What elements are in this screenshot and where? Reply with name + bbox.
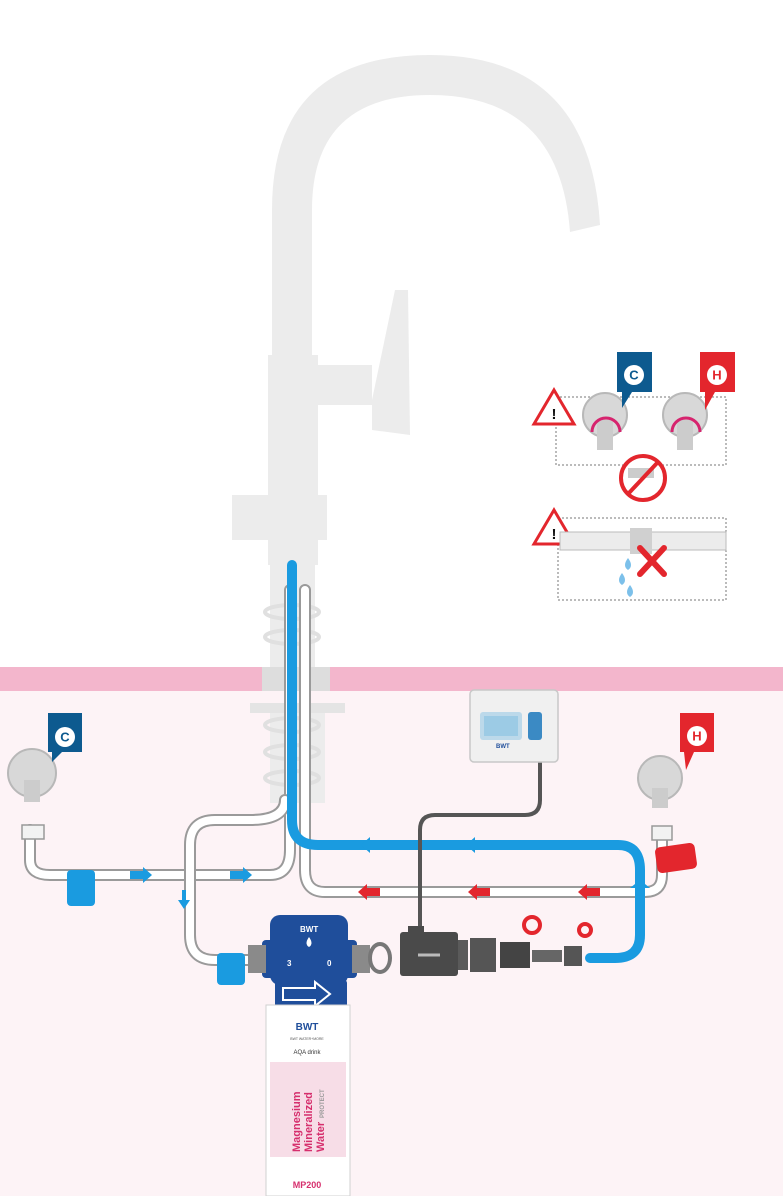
cartridge-brand: BWT [296, 1022, 319, 1033]
red-cross-icon [637, 545, 667, 577]
meter-brand: BWT [496, 744, 510, 750]
flow-arrow-icon [578, 884, 600, 900]
cartridge-model: MP200 [293, 1180, 322, 1190]
hot-angle-valve [637, 755, 683, 841]
flow-arrow-icon [230, 867, 252, 883]
flow-arrow-icon [178, 890, 190, 909]
flow-arrow-icon [466, 837, 488, 853]
countertop [0, 667, 783, 691]
warning-panel-leak: ! [531, 507, 727, 601]
hose-clips [67, 842, 697, 985]
cold-angle-valve [7, 748, 57, 840]
filter-head-valve-left: 3 [287, 959, 292, 968]
filter-head-brand: BWT [300, 925, 318, 934]
warning-triangle-icon: ! [531, 387, 577, 426]
warning-mark: ! [552, 406, 557, 423]
cartridge-product-name-3: Water [315, 1121, 327, 1152]
blue-clip [217, 953, 245, 985]
cartridge-product-tag: PROTECT [320, 1089, 326, 1118]
cartridge-tagline: BWT WATER+MORE [290, 1037, 324, 1041]
filter-head-valve-right: 0 [327, 959, 332, 968]
hot-water-drop-badge: H [680, 713, 714, 770]
badge-letter: C [629, 368, 639, 383]
filtered-water-hose [287, 560, 645, 963]
badge-letter: C [60, 730, 70, 745]
filter-cartridge: BWT BWT WATER+MORE AQA drink Magnesium M… [265, 1004, 351, 1196]
meter-cable [418, 762, 542, 935]
red-clip [655, 842, 697, 874]
cartridge-product-line: AQA drink [293, 1050, 321, 1056]
cold-water-drop-badge: C [48, 713, 82, 762]
flow-arrows [130, 837, 650, 909]
warning-mark: ! [552, 526, 557, 543]
blue-clip [67, 870, 95, 906]
flow-arrow-icon [358, 884, 380, 900]
cold-water-drop-badge: C [617, 352, 652, 408]
flow-arrow-icon [361, 837, 383, 853]
cartridge-product-name-2: Mineralized [303, 1092, 315, 1152]
warning-panel-valves: ! C H [531, 352, 735, 502]
filter-head: BWT 3 0 [248, 915, 370, 1009]
badge-letter: H [712, 368, 721, 383]
cartridge-product-name-1: Magnesium [291, 1091, 303, 1152]
water-drop-icon [619, 558, 633, 597]
flow-meter: BWT [469, 689, 559, 763]
mounting-plate [250, 703, 345, 713]
no-symbol-icon [619, 454, 667, 502]
hot-water-drop-badge: H [700, 352, 735, 410]
flow-arrow-icon [630, 880, 650, 895]
badge-letter: H [692, 729, 701, 744]
connector-assembly [368, 915, 593, 976]
flow-arrow-icon [130, 867, 152, 883]
flow-arrow-icon [468, 884, 490, 900]
